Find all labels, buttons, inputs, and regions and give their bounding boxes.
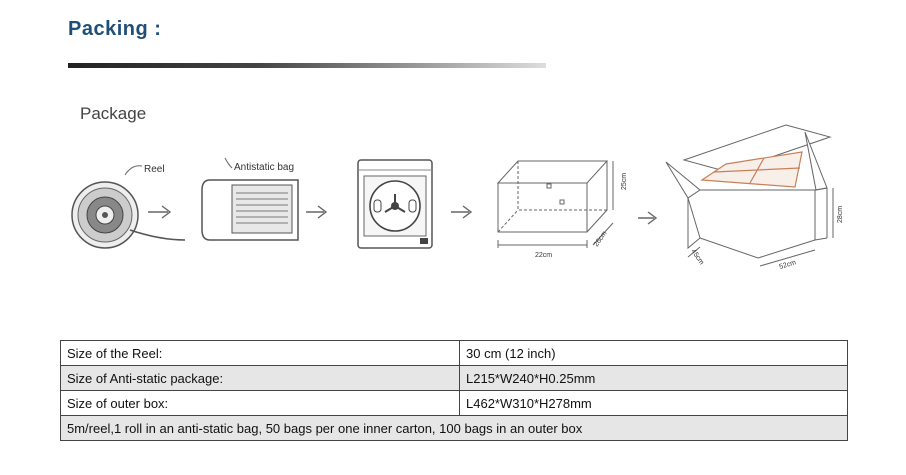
table-row: Size of the Reel: 30 cm (12 inch) — [60, 340, 848, 366]
packaging-diagram: Package Reel Antistatic bag — [71, 104, 844, 271]
package-heading: Package — [80, 104, 146, 123]
table-row: 5m/reel,1 roll in an anti-static bag, 50… — [60, 415, 848, 441]
outer-box-size-value: L462*W310*H278mm — [459, 390, 848, 416]
table-row: Size of outer box: L462*W310*H278mm — [60, 390, 848, 416]
antistatic-bag-label: Antistatic bag — [234, 162, 294, 173]
arrow-right-icon — [638, 211, 658, 225]
table-row: Size of Anti-static package: L215*W240*H… — [60, 365, 848, 391]
page-title: Packing : — [68, 18, 162, 40]
packing-note: 5m/reel,1 roll in an anti-static bag, 50… — [60, 415, 848, 441]
title-underline — [68, 63, 546, 68]
packing-specs-table: Size of the Reel: 30 cm (12 inch) Size o… — [60, 340, 848, 441]
arrow-right-icon — [451, 205, 473, 219]
reel-size-label: Size of the Reel: — [60, 340, 460, 366]
antistatic-size-label: Size of Anti-static package: — [60, 365, 460, 391]
arrow-right-icon — [148, 205, 172, 219]
outer-box-depth: 45cm — [689, 248, 705, 266]
antistatic-bag-image — [201, 157, 299, 241]
inner-carton-image — [496, 160, 614, 248]
outer-box-image — [665, 124, 834, 267]
arrow-right-icon — [306, 205, 328, 219]
inner-carton-depth: 26cm — [593, 230, 609, 248]
inner-carton-width: 22cm — [535, 252, 552, 259]
outer-box-width: 52cm — [779, 259, 798, 271]
inner-carton-height: 25cm — [621, 173, 628, 190]
bagged-reel-image — [357, 159, 433, 249]
reel-label: Reel — [144, 164, 165, 175]
reel-size-value: 30 cm (12 inch) — [459, 340, 848, 366]
outer-box-height: 28cm — [837, 206, 844, 223]
outer-box-size-label: Size of outer box: — [60, 390, 460, 416]
antistatic-size-value: L215*W240*H0.25mm — [459, 365, 848, 391]
reel-image — [71, 165, 186, 249]
